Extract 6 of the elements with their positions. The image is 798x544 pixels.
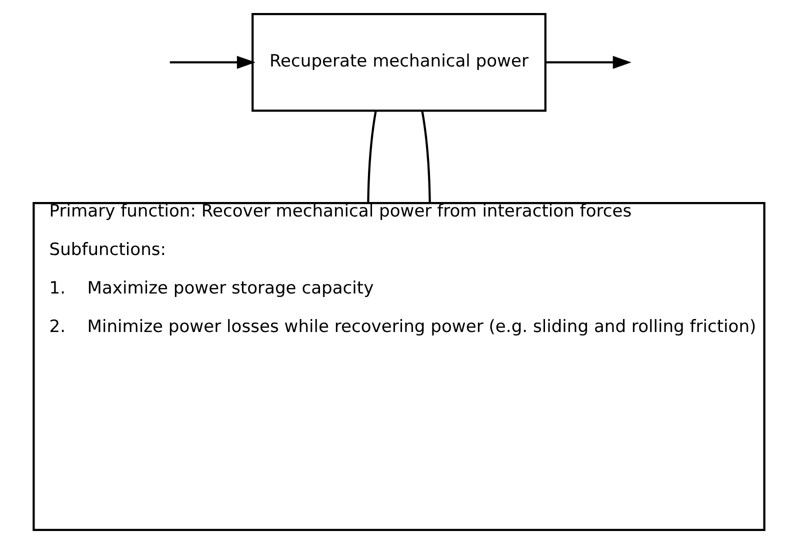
connector xyxy=(421,110,431,203)
arrow xyxy=(546,56,632,69)
connector xyxy=(367,110,377,203)
arrow xyxy=(170,56,256,69)
node-box: Recuperate mechanical power xyxy=(252,12,546,112)
node-box: Primary function: Recover mechanical power from interaction forces Subfunctions: 1. Maximize power storage capacity 2. Minimize power losses while recovering power (e.g. sliding and rolling friction) xyxy=(32,202,766,532)
